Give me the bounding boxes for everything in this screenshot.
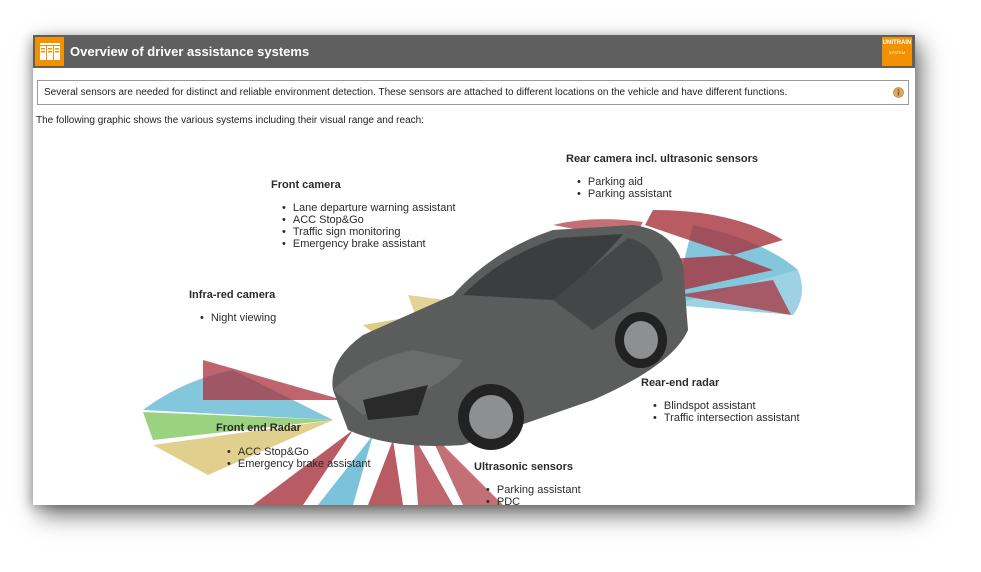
car-illustration (332, 225, 688, 450)
page-title: Overview of driver assistance systems (70, 44, 310, 59)
list-item: Traffic sign monitoring (282, 226, 456, 238)
list-item: Emergency brake assistant (227, 458, 371, 470)
list-item: ACC Stop&Go (227, 446, 371, 458)
title-bar: Overview of driver assistance systems UN… (33, 35, 915, 68)
info-box: Several sensors are needed for distinct … (37, 80, 909, 105)
list-item: Parking assistant (577, 188, 672, 200)
infrared-camera-title: Infra-red camera (189, 289, 276, 301)
intro-text: The following graphic shows the various … (36, 115, 424, 126)
ultrasonic-title: Ultrasonic sensors (474, 461, 574, 473)
brand-logo: UNITRAIN SYSTEM (882, 37, 912, 66)
rear-radar-list: Blindspot assistant Traffic intersection… (653, 400, 800, 424)
list-item: PDC (486, 496, 581, 505)
content-window: Overview of driver assistance systems UN… (33, 35, 915, 505)
car-sensor-illustration (143, 210, 802, 505)
list-item: Parking aid (577, 176, 672, 188)
ultrasonic-list: Parking assistant PDC (486, 484, 581, 505)
list-item: Traffic intersection assistant (653, 412, 800, 424)
front-radar-list: ACC Stop&Go Emergency brake assistant (227, 446, 371, 470)
brand-name: UNITRAIN (882, 40, 912, 46)
rear-camera-list: Parking aid Parking assistant (577, 176, 672, 200)
list-item: Night viewing (200, 312, 276, 324)
list-item: Emergency brake assistant (282, 238, 456, 250)
sensor-graphic: Front camera Lane departure warning assi… (33, 130, 915, 505)
page-stack-icon (35, 37, 64, 66)
front-camera-list: Lane departure warning assistant ACC Sto… (282, 202, 456, 250)
brand-sub: SYSTEM (888, 50, 906, 55)
list-item: Parking assistant (486, 484, 581, 496)
list-item: Lane departure warning assistant (282, 202, 456, 214)
front-radar-title: Front end Radar (216, 422, 301, 434)
rear-radar-title: Rear-end radar (641, 377, 720, 389)
list-item: ACC Stop&Go (282, 214, 456, 226)
list-item: Blindspot assistant (653, 400, 800, 412)
infrared-camera-list: Night viewing (200, 312, 276, 324)
info-icon[interactable] (893, 87, 904, 98)
front-camera-title: Front camera (271, 179, 341, 191)
info-text: Several sensors are needed for distinct … (44, 87, 788, 98)
rear-camera-title: Rear camera incl. ultrasonic sensors (566, 153, 758, 165)
